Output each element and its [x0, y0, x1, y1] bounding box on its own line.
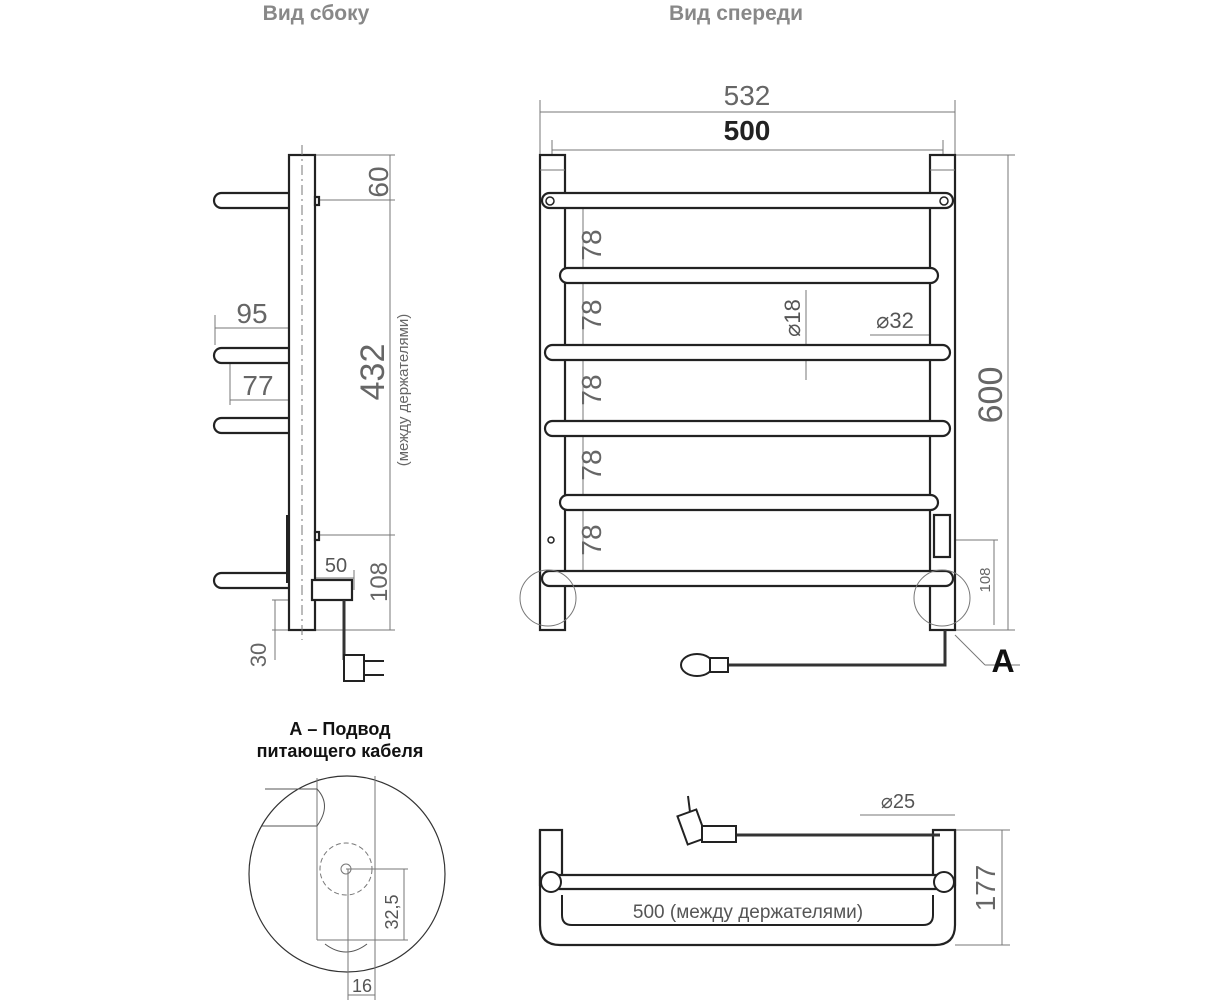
side-view-title: Вид сбоку — [263, 2, 370, 25]
top-cord-diameter: ⌀25 — [881, 791, 915, 813]
front-dim-600: 600 — [972, 367, 1010, 424]
detail-title-line2: питающего кабеля — [257, 741, 424, 761]
front-spacing-3: 78 — [576, 374, 607, 405]
side-dim-108: 108 — [366, 562, 393, 602]
side-dim-95: 95 — [236, 298, 267, 329]
detail-a-view: 32,5 16 — [248, 775, 446, 1000]
detail-marker-a: А — [991, 643, 1014, 679]
side-dim-50: 50 — [325, 555, 347, 577]
detail-dim-16: 16 — [352, 976, 372, 996]
top-dim-177: 177 — [970, 865, 1001, 912]
front-spacing-4: 78 — [576, 449, 607, 480]
side-dim-77: 77 — [242, 370, 273, 401]
front-bar-diameter: ⌀18 — [780, 299, 805, 337]
detail-dim-32-5: 32,5 — [382, 894, 402, 929]
front-spacing-5: 78 — [576, 524, 607, 555]
top-width-label: 500 (между держателями) — [633, 902, 863, 923]
side-holder-note: (между держателями) — [395, 314, 412, 467]
front-view: 532 500 78 78 78 78 78 ⌀18 ⌀32 — [519, 80, 1020, 679]
side-view: 60 432 (между держателями) 95 77 50 108 … — [212, 145, 412, 682]
front-dim-532: 532 — [724, 80, 771, 111]
front-spacing-1: 78 — [576, 229, 607, 260]
plug-icon — [343, 654, 384, 682]
side-dim-30: 30 — [246, 643, 271, 667]
top-view: ⌀25 500 (между держателями) 177 — [538, 791, 1010, 947]
detail-title-line1: А – Подвод — [289, 719, 391, 739]
plug-icon — [676, 795, 737, 846]
front-post-diameter: ⌀32 — [876, 308, 914, 333]
front-view-title: Вид спереди — [669, 2, 803, 25]
front-dim-108: 108 — [977, 567, 994, 592]
plug-icon — [680, 653, 729, 677]
side-dim-60: 60 — [363, 166, 394, 197]
front-spacing-2: 78 — [576, 299, 607, 330]
side-dim-432: 432 — [354, 344, 392, 401]
front-dim-500: 500 — [724, 115, 771, 146]
